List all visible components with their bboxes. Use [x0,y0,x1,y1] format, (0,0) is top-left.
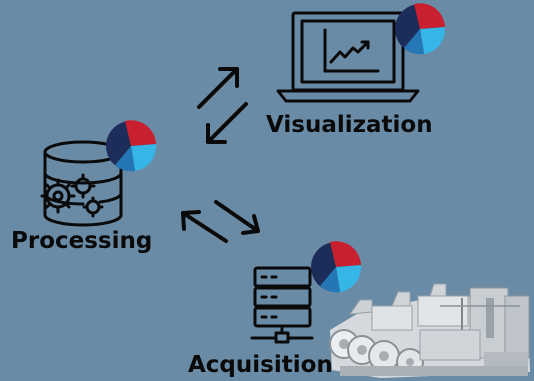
visualization-label: Visualization [266,112,433,138]
processing-label: Processing [11,228,153,254]
acquisition-label: Acquisition [188,352,333,378]
